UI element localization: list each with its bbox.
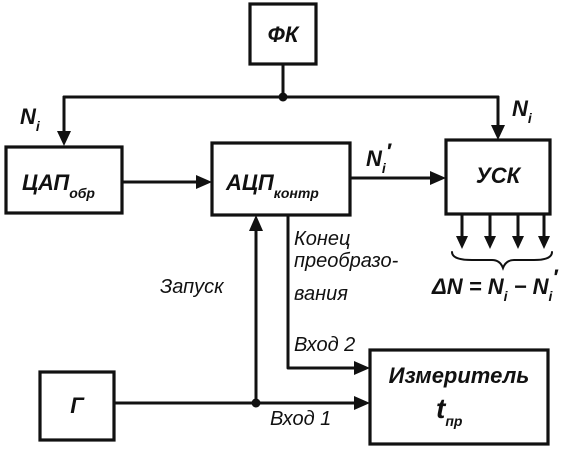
n-prime-label: Ni′ (366, 139, 393, 176)
adc-input-arrow (196, 175, 212, 189)
end-conv-label-3: вания (294, 283, 348, 305)
usk-out-4-head (538, 236, 550, 249)
usk-input-arrow (491, 125, 505, 140)
output-brace (451, 251, 553, 271)
usk-out-2-head (484, 236, 496, 249)
dac-block (4, 145, 124, 215)
end-conv-wire (286, 213, 362, 370)
delta-formula: ΔN = Ni − Ni′ (431, 265, 559, 304)
fk-label: ФК (268, 22, 300, 47)
usk-out-3-head (512, 236, 524, 249)
adc-start-arrow (249, 215, 263, 231)
meter-input2-arrow (354, 361, 370, 375)
input1-label: Вход 1 (270, 408, 331, 430)
adc-label: АЦПконтр (225, 170, 319, 201)
end-conv-label-2: преобразо- (294, 250, 399, 272)
meter-value-label: tпр (436, 393, 463, 429)
meter-block (368, 348, 550, 446)
usk-out-1-head (456, 236, 468, 249)
end-conv-label-1: Конец (294, 228, 350, 250)
gen-block (38, 370, 116, 442)
dac-label: ЦАПобр (22, 170, 95, 201)
gen-label: Г (70, 393, 85, 418)
usk-input2-arrow (430, 171, 446, 185)
start-label: Запуск (160, 276, 225, 298)
meter-input1-arrow (354, 396, 370, 410)
n-label-right: Ni (512, 96, 533, 126)
dac-input-arrow (57, 131, 71, 146)
meter-label: Измеритель (389, 363, 530, 388)
usk-label: УСК (476, 163, 522, 188)
adc-block (210, 141, 352, 217)
n-label-left: Ni (20, 104, 41, 134)
input2-label: Вход 2 (294, 334, 355, 356)
